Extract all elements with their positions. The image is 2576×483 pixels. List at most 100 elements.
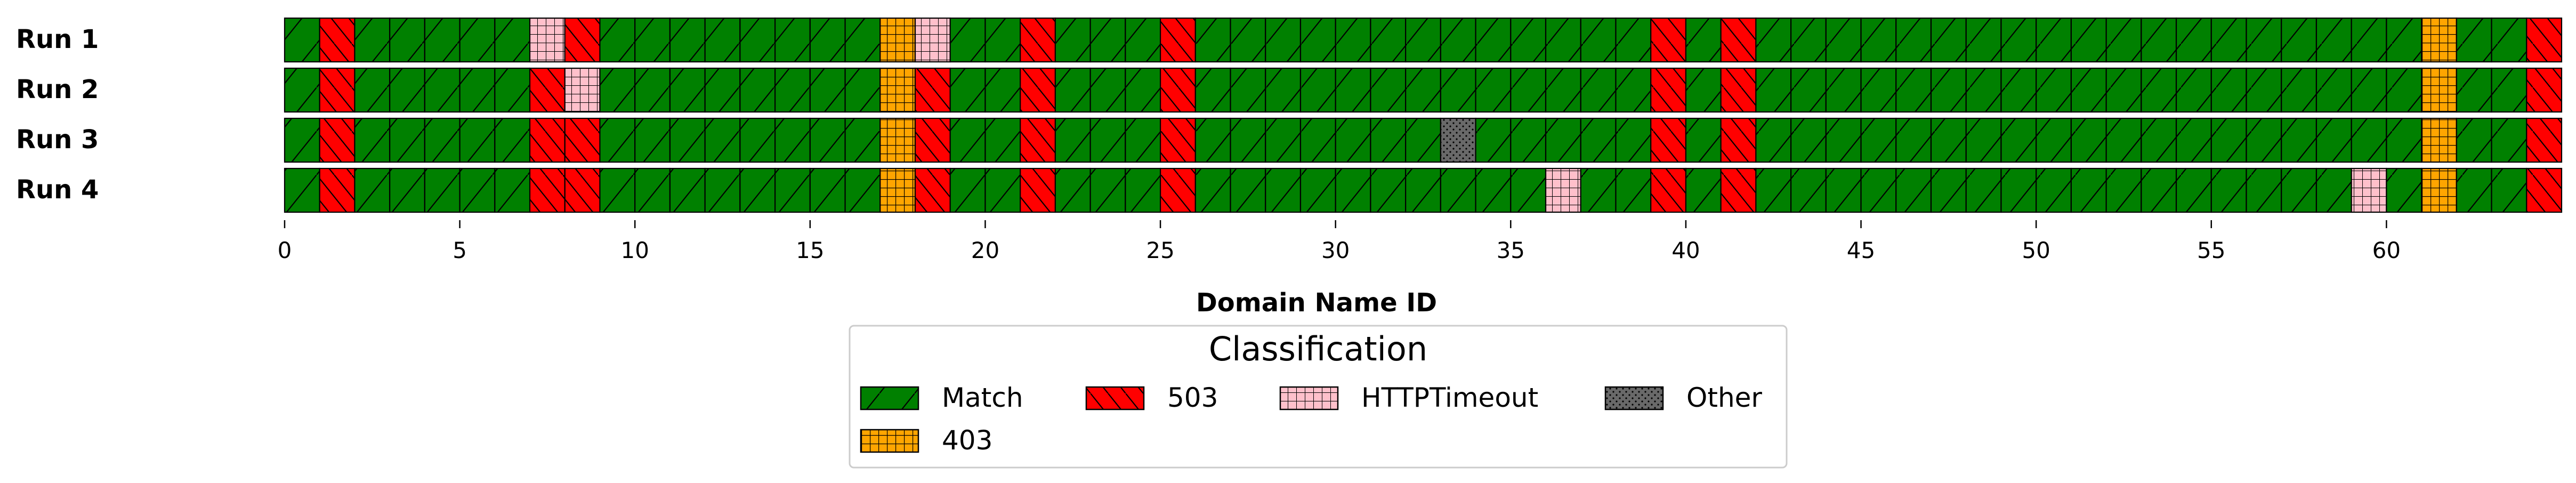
cell-run2-id22-match xyxy=(1054,67,1091,113)
cell-run1-id27-match xyxy=(1230,17,1266,63)
cell-run3-id54-match xyxy=(2175,117,2212,163)
cell-run4-id27-match xyxy=(1230,167,1266,213)
cell-run2-id59-match xyxy=(2351,67,2387,113)
cell-run1-id4-match xyxy=(424,17,461,63)
cell-run4-id31-match xyxy=(1370,167,1407,213)
cell-run4-id40-match xyxy=(1685,167,1722,213)
cell-run1-id61-403 xyxy=(2421,17,2457,63)
cell-run2-id7-503 xyxy=(529,67,566,113)
legend-entry-403: 403 xyxy=(860,425,992,456)
cell-run3-id4-match xyxy=(424,117,461,163)
cell-run3-id64-503 xyxy=(2526,117,2563,163)
legend-swatch-other xyxy=(1604,386,1664,410)
cell-run3-id8-503 xyxy=(564,117,601,163)
cell-run2-id32-match xyxy=(1405,67,1441,113)
run-row-4 xyxy=(284,167,2563,213)
cell-run2-id23-match xyxy=(1089,67,1126,113)
cell-run1-id31-match xyxy=(1370,17,1407,63)
cell-run3-id48-match xyxy=(1965,117,2002,163)
cell-run3-id60-match xyxy=(2386,117,2422,163)
cell-run1-id15-match xyxy=(809,17,846,63)
cell-run1-id50-match xyxy=(2036,17,2072,63)
x-tick-label-55: 55 xyxy=(2197,237,2225,263)
cell-run2-id47-match xyxy=(1930,67,1967,113)
run-row-3 xyxy=(284,117,2563,163)
x-tick-label-60: 60 xyxy=(2372,237,2401,263)
cell-run1-id13-match xyxy=(739,17,776,63)
cell-run1-id59-match xyxy=(2351,17,2387,63)
cell-run4-id47-match xyxy=(1930,167,1967,213)
cell-run3-id21-503 xyxy=(1020,117,1056,163)
legend-entry-match: Match xyxy=(860,382,1023,413)
x-axis-label: Domain Name ID xyxy=(1196,288,1437,318)
cell-run2-id55-match xyxy=(2210,67,2247,113)
cell-run3-id3-match xyxy=(389,117,425,163)
cell-run1-id18-httptimeout xyxy=(914,17,951,63)
cell-run2-id13-match xyxy=(739,67,776,113)
run-row-2 xyxy=(284,67,2563,113)
cell-run3-id26-match xyxy=(1194,117,1231,163)
cell-run1-id48-match xyxy=(1965,17,2002,63)
run-label-2: Run 2 xyxy=(16,75,99,104)
cell-run1-id36-match xyxy=(1545,17,1581,63)
cell-run2-id58-match xyxy=(2315,67,2352,113)
cell-run3-id58-match xyxy=(2315,117,2352,163)
cell-run2-id18-503 xyxy=(914,67,951,113)
cell-run1-id8-503 xyxy=(564,17,601,63)
cell-run3-id22-match xyxy=(1054,117,1091,163)
cell-run2-id17-403 xyxy=(879,67,916,113)
cell-run1-id55-match xyxy=(2210,17,2247,63)
cell-run3-id49-match xyxy=(2000,117,2037,163)
cell-run2-id50-match xyxy=(2036,67,2072,113)
cell-run4-id6-match xyxy=(494,167,531,213)
cell-run2-id6-match xyxy=(494,67,531,113)
cell-run3-id6-match xyxy=(494,117,531,163)
cell-run4-id55-match xyxy=(2210,167,2247,213)
cell-run3-id29-match xyxy=(1299,117,1336,163)
cell-run2-id61-403 xyxy=(2421,67,2457,113)
cell-run4-id56-match xyxy=(2246,167,2282,213)
cell-run4-id14-match xyxy=(774,167,811,213)
cell-run4-id3-match xyxy=(389,167,425,213)
cell-run1-id17-403 xyxy=(879,17,916,63)
cell-run4-id44-match xyxy=(1825,167,1862,213)
cell-run3-id52-match xyxy=(2105,117,2142,163)
cell-run2-id24-match xyxy=(1125,67,1161,113)
cell-run2-id37-match xyxy=(1580,67,1617,113)
cell-run3-id56-match xyxy=(2246,117,2282,163)
x-tick-label-50: 50 xyxy=(2022,237,2050,263)
cell-run1-id43-match xyxy=(1790,17,1827,63)
cell-run3-id50-match xyxy=(2036,117,2072,163)
cell-run4-id61-403 xyxy=(2421,167,2457,213)
cell-run1-id26-match xyxy=(1194,17,1231,63)
cell-run3-id39-503 xyxy=(1650,117,1687,163)
cell-run3-id35-match xyxy=(1510,117,1547,163)
cell-run2-id64-503 xyxy=(2526,67,2563,113)
cell-run4-id48-match xyxy=(1965,167,2002,213)
cell-run4-id46-match xyxy=(1895,167,1932,213)
cell-run1-id11-match xyxy=(669,17,706,63)
cell-run1-id28-match xyxy=(1265,17,1302,63)
cell-run4-id29-match xyxy=(1299,167,1336,213)
cell-run1-id16-match xyxy=(844,17,881,63)
cell-run1-id5-match xyxy=(459,17,496,63)
cell-run1-id37-match xyxy=(1580,17,1617,63)
cell-run4-id39-503 xyxy=(1650,167,1687,213)
cell-run2-id34-match xyxy=(1475,67,1512,113)
cell-run1-id29-match xyxy=(1299,17,1336,63)
cell-run4-id52-match xyxy=(2105,167,2142,213)
cell-run3-id51-match xyxy=(2070,117,2107,163)
cell-run1-id53-match xyxy=(2141,17,2177,63)
cell-run3-id25-503 xyxy=(1159,117,1196,163)
cell-run4-id33-match xyxy=(1440,167,1476,213)
cell-run2-id41-503 xyxy=(1720,67,1757,113)
cell-run2-id42-match xyxy=(1755,67,1792,113)
cell-run1-id30-match xyxy=(1335,17,1371,63)
cell-run4-id15-match xyxy=(809,167,846,213)
cell-run1-id1-503 xyxy=(319,17,356,63)
cell-run2-id48-match xyxy=(1965,67,2002,113)
cell-run1-id23-match xyxy=(1089,17,1126,63)
